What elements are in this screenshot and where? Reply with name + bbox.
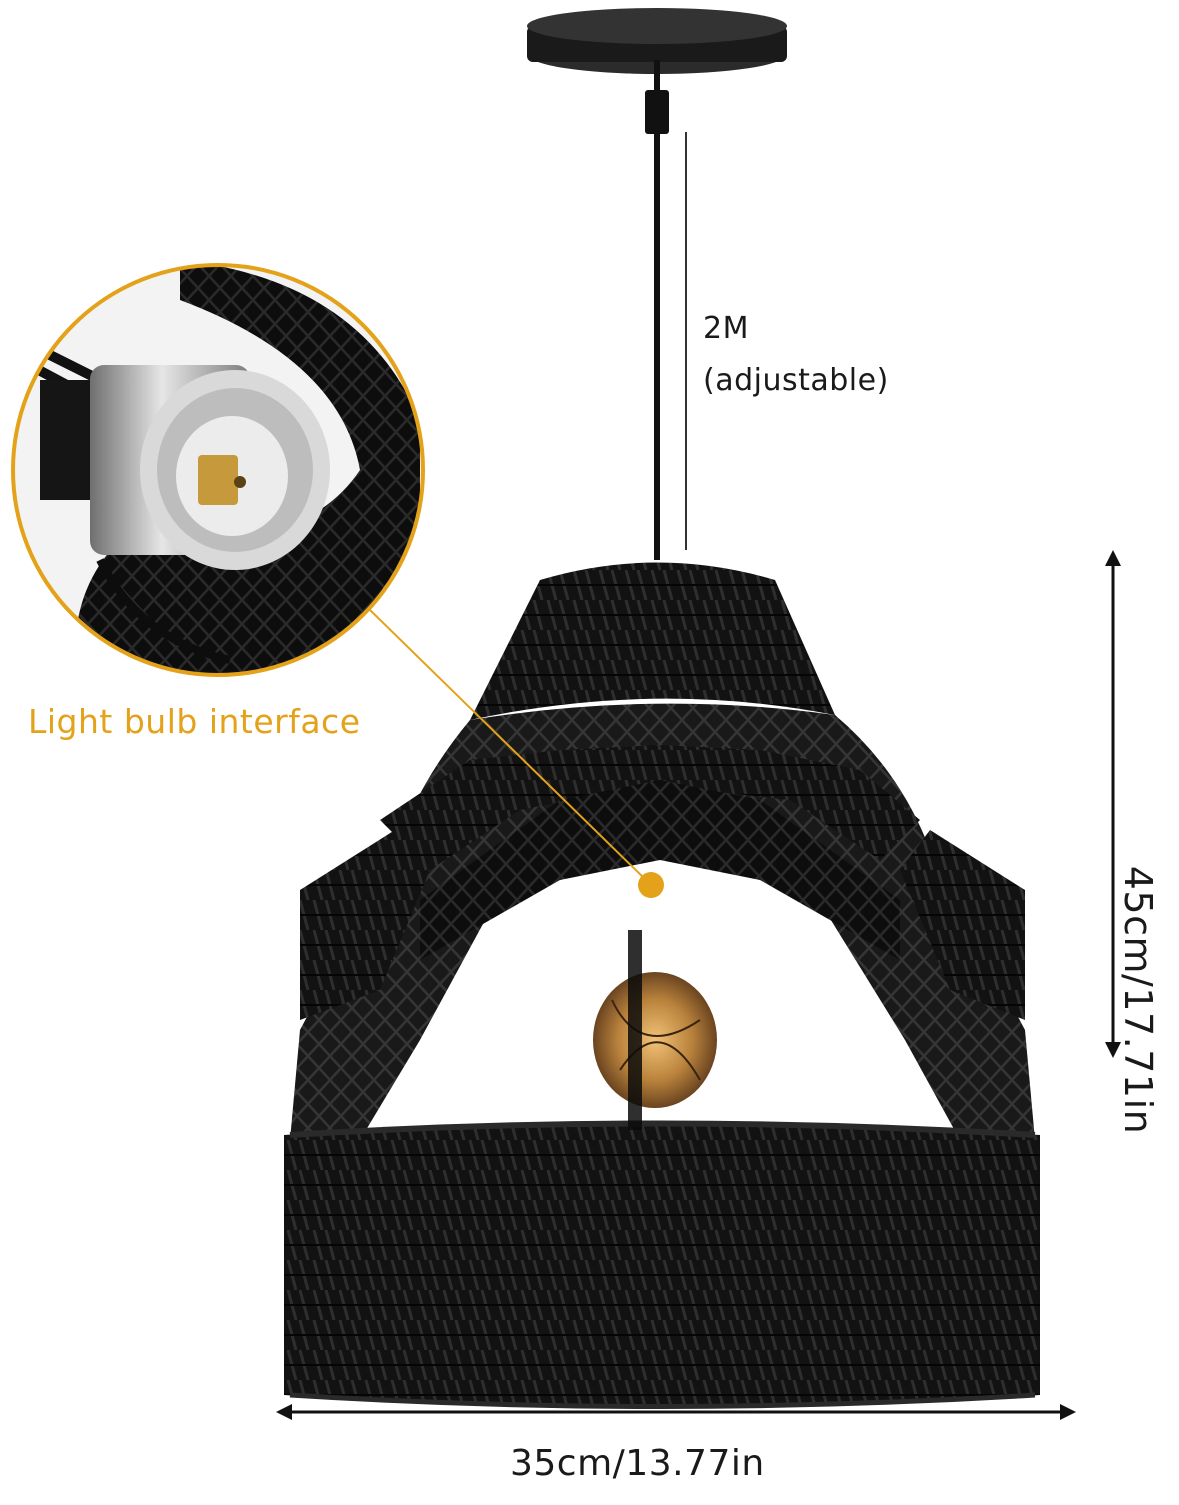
rope-lamp-shade (284, 562, 1040, 1409)
cord-length-value: 2M (703, 311, 749, 346)
socket-detail-circle (11, 263, 425, 677)
callout-dot (638, 872, 664, 898)
height-label: 45cm/17.71in (1116, 865, 1160, 1135)
callout-connector (369, 609, 649, 883)
height-dimension-arrow (1105, 550, 1121, 1058)
cord-length-note: (adjustable) (703, 363, 889, 398)
callout-label: Light bulb interface (28, 702, 361, 741)
width-dimension-arrow (276, 1404, 1076, 1420)
width-label: 35cm/13.77in (510, 1443, 765, 1484)
light-bulb (593, 930, 717, 1130)
cord-length-label: 2M (adjustable) (703, 303, 889, 407)
ceiling-canopy (527, 8, 787, 134)
